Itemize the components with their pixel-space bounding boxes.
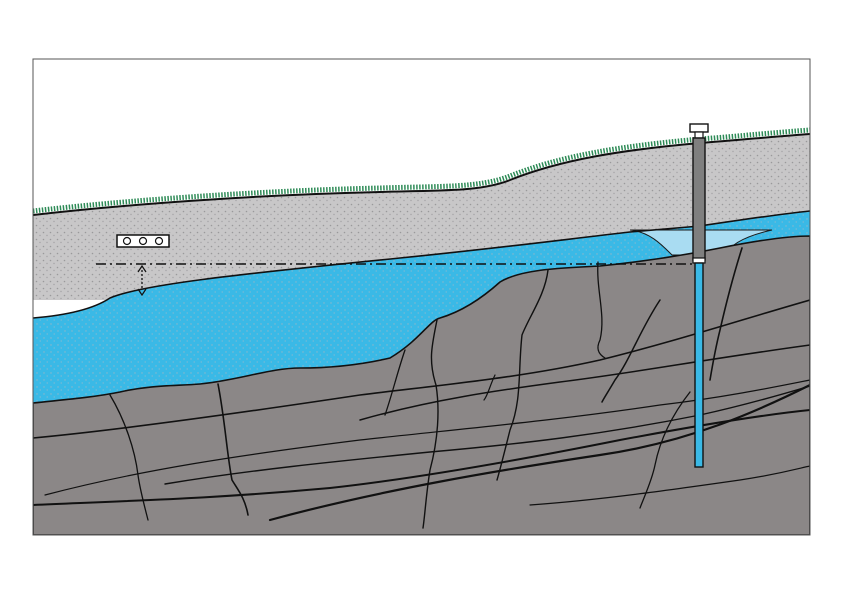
well-collar: [692, 257, 706, 264]
three-circles-icon: [116, 234, 170, 248]
well-cap-neck: [694, 131, 704, 139]
well-casing: [692, 137, 706, 261]
well-screen: [694, 262, 704, 468]
grass-strip: [33, 127, 810, 214]
bedrock-fractures: [33, 247, 810, 529]
diagram-frame: [32, 58, 811, 536]
well: [689, 123, 709, 468]
well-cap: [689, 123, 709, 133]
water-table-line: [33, 210, 810, 319]
ground-surface-line: [33, 133, 810, 216]
depth-to-water-arrow: [137, 264, 147, 297]
